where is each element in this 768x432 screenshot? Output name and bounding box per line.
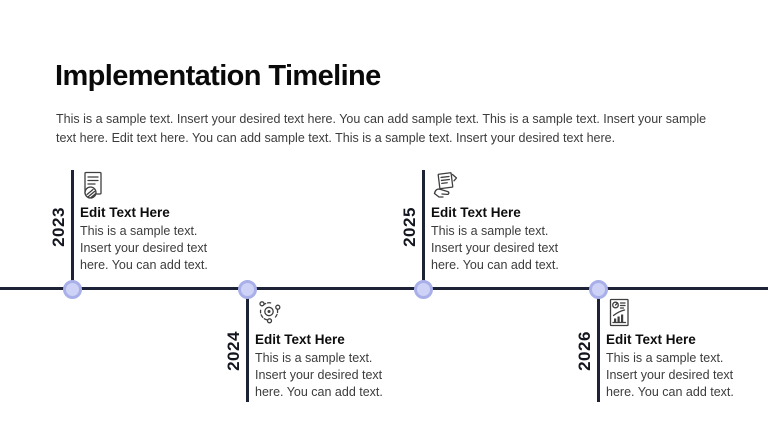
timeline-marker-2024 xyxy=(238,280,257,299)
milestone-heading[interactable]: Edit Text Here xyxy=(606,332,696,347)
milestone-body[interactable]: This is a sample text. Insert your desir… xyxy=(80,224,208,272)
milestone-content-2026: Edit Text Here This is a sample text. In… xyxy=(606,298,758,401)
report-chart-icon xyxy=(606,298,758,329)
milestone-body[interactable]: This is a sample text. Insert your desir… xyxy=(431,224,559,272)
milestone-connector-2025 xyxy=(422,170,425,288)
timeline-axis xyxy=(0,287,768,290)
timeline-marker-2025 xyxy=(414,280,433,299)
milestone-body[interactable]: This is a sample text. Insert your desir… xyxy=(606,351,734,399)
timeline-marker-2023 xyxy=(63,280,82,299)
timeline-marker-2026 xyxy=(589,280,608,299)
process-network-icon xyxy=(255,298,407,329)
page-title[interactable]: Implementation Timeline xyxy=(55,60,381,92)
milestone-content-2023: Edit Text Here This is a sample text. In… xyxy=(80,171,232,274)
milestone-connector-2024 xyxy=(246,290,249,402)
milestone-year-2023[interactable]: 2023 xyxy=(49,207,68,247)
milestone-year-2024[interactable]: 2024 xyxy=(224,331,243,371)
milestone-connector-2026 xyxy=(597,290,600,402)
milestone-year-2025[interactable]: 2025 xyxy=(400,207,419,247)
slide-subtitle[interactable]: This is a sample text. Insert your desir… xyxy=(56,112,707,146)
hand-document-icon xyxy=(431,171,583,202)
milestone-heading[interactable]: Edit Text Here xyxy=(80,205,170,220)
milestone-heading[interactable]: Edit Text Here xyxy=(431,205,521,220)
milestone-connector-2023 xyxy=(71,170,74,288)
document-signature-icon xyxy=(80,171,232,202)
milestone-body[interactable]: This is a sample text. Insert your desir… xyxy=(255,351,383,399)
milestone-year-2026[interactable]: 2026 xyxy=(575,331,594,371)
milestone-heading[interactable]: Edit Text Here xyxy=(255,332,345,347)
milestone-content-2025: Edit Text Here This is a sample text. In… xyxy=(431,171,583,274)
milestone-content-2024: Edit Text Here This is a sample text. In… xyxy=(255,298,407,401)
